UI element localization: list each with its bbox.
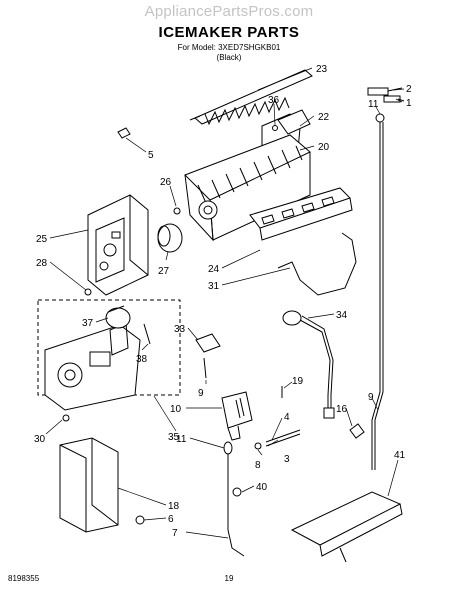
callout-24: 24 xyxy=(208,264,220,275)
callout-41: 41 xyxy=(394,450,406,461)
module-plate-part xyxy=(44,322,141,411)
callout-33: 33 xyxy=(174,324,186,335)
callout-31: 31 xyxy=(208,281,220,292)
callout-9-right: 9 xyxy=(368,392,374,403)
fitting-11-part xyxy=(223,441,233,455)
callout-8: 8 xyxy=(255,460,261,471)
shelf-41-part xyxy=(290,491,403,563)
callout-3: 3 xyxy=(284,454,290,465)
callout-38: 38 xyxy=(136,354,148,365)
callout-23: 23 xyxy=(316,64,328,75)
motor-part xyxy=(157,223,183,253)
callout-2: 2 xyxy=(406,84,412,95)
callout-19: 19 xyxy=(292,376,304,387)
screw-9-part xyxy=(203,357,207,379)
model-line: For Model: 3XED7SHGKB01 xyxy=(177,43,281,52)
callout-27: 27 xyxy=(158,266,170,277)
tube-4-part xyxy=(265,429,301,443)
module-box-outline xyxy=(37,299,181,396)
control-housing-part xyxy=(87,194,149,296)
bracket-33-part xyxy=(195,333,221,353)
callout-30: 30 xyxy=(34,434,46,445)
page-number: 19 xyxy=(224,574,234,583)
ice-mold-part xyxy=(184,134,311,242)
fitting-40-part xyxy=(232,487,242,497)
screw-6-part xyxy=(135,515,145,525)
callout-34: 34 xyxy=(336,310,348,321)
watermark: AppliancePartsPros.com xyxy=(144,3,314,20)
cover-18-part xyxy=(59,437,119,533)
callout-28: 28 xyxy=(36,258,48,269)
water-valve-part xyxy=(221,391,253,441)
callout-37: 37 xyxy=(82,318,94,329)
callout-20: 20 xyxy=(318,142,330,153)
callout-40: 40 xyxy=(256,482,268,493)
clamp-16-part xyxy=(349,423,365,439)
clip-assembly-part xyxy=(367,87,405,103)
callout-35: 35 xyxy=(168,432,180,443)
callout-labels: 23 2 1 11 36 22 5 20 26 25 28 27 24 31 3… xyxy=(34,64,412,539)
supply-tube-part xyxy=(227,454,245,557)
wire-harness-part xyxy=(282,310,335,419)
callout-11-upper: 11 xyxy=(368,99,379,110)
callout-5: 5 xyxy=(148,150,154,161)
callout-26: 26 xyxy=(160,177,172,188)
leader-lines xyxy=(45,67,405,539)
color-line: (Black) xyxy=(216,53,242,62)
callout-25: 25 xyxy=(36,234,48,245)
callout-7: 7 xyxy=(172,528,178,539)
callout-10: 10 xyxy=(170,404,182,415)
shutoff-arm-part xyxy=(277,232,357,296)
screw-26-part xyxy=(173,207,181,215)
callout-9-left: 9 xyxy=(198,388,204,399)
callout-16: 16 xyxy=(336,404,348,415)
callout-4: 4 xyxy=(284,412,290,423)
callout-22: 22 xyxy=(318,112,330,123)
diagram-title: ICEMAKER PARTS xyxy=(158,24,300,41)
callout-11-lower: 11 xyxy=(176,434,187,445)
callout-18: 18 xyxy=(168,501,180,512)
callout-36: 36 xyxy=(268,95,280,106)
fill-tube-part xyxy=(371,113,385,470)
thermostat-part xyxy=(105,305,151,345)
nut-8-part xyxy=(254,442,262,450)
fence-part xyxy=(249,187,353,241)
clip-5-part xyxy=(117,127,131,139)
callout-1: 1 xyxy=(406,98,412,109)
screw-30-part xyxy=(62,414,70,422)
document-code: 8198355 xyxy=(8,574,40,583)
screw-28-part xyxy=(84,288,92,296)
callout-6: 6 xyxy=(168,514,174,525)
